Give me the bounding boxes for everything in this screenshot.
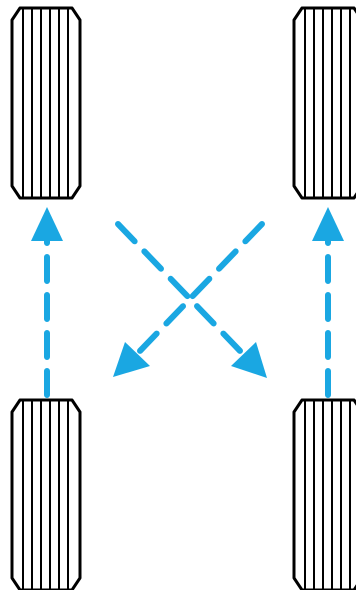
arrow-front-left-to-rear-right <box>115 221 267 378</box>
arrow-front-right-to-rear-left <box>113 221 265 377</box>
tire-front-right <box>292 6 356 200</box>
tire-rear-right <box>292 398 356 590</box>
arrow-rear-left-to-front-left <box>31 207 63 398</box>
tire-rear-left <box>10 398 82 590</box>
arrow-rear-right-to-front-right <box>312 207 344 398</box>
tire-front-left <box>10 6 82 200</box>
